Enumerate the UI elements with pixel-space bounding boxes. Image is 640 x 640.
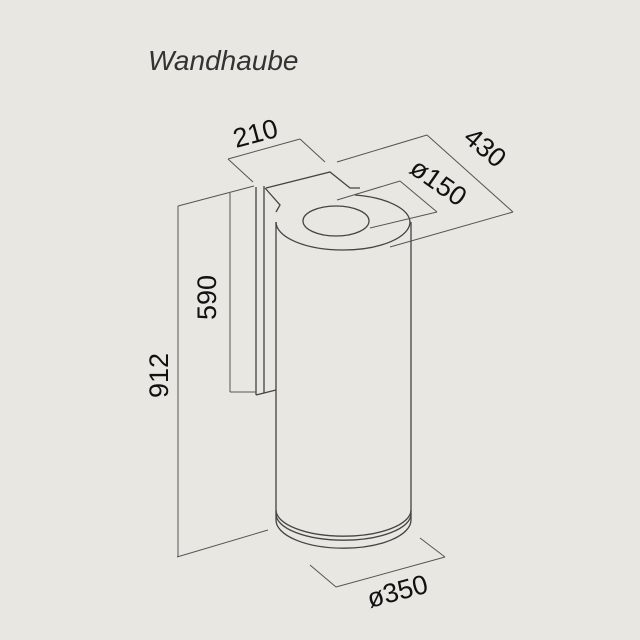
dim-body-diameter: ø350: [364, 569, 431, 614]
dimension-lines: [176, 134, 514, 588]
dim-590: 590: [192, 275, 222, 320]
title: Wandhaube: [148, 45, 299, 76]
dim-912: 912: [144, 353, 174, 398]
dim-outlet-diameter: ø150: [405, 152, 473, 212]
cylinder-body: [275, 194, 412, 549]
outlet-opening: [302, 205, 370, 237]
wall-bracket: [255, 171, 360, 396]
dim-430: 430: [458, 122, 512, 174]
dim-210: 210: [230, 113, 281, 154]
